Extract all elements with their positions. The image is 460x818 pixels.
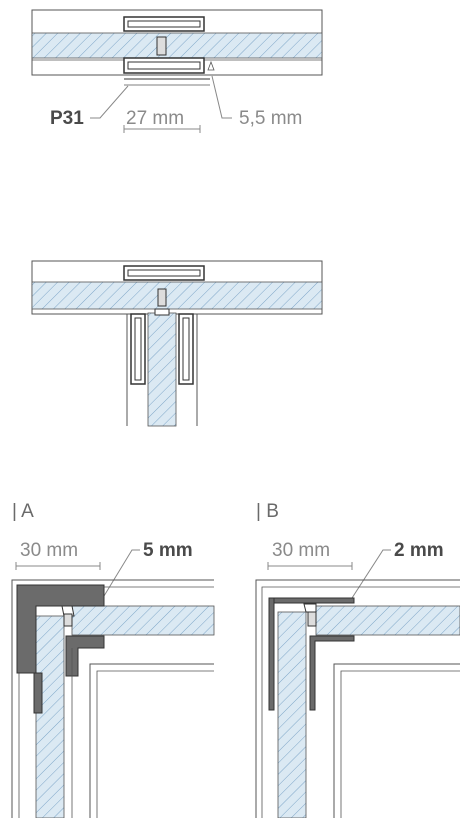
detail-a-thickness: 5 mm [143,540,193,561]
connector-1 [156,36,167,56]
dimension-width-1: 27 mm [126,108,184,129]
detail-b-thickness: 2 mm [394,540,444,561]
corner-profile-b-side [268,597,275,711]
vertical-glass-b [277,611,307,818]
horizontal-glass-b [315,605,460,636]
corner-profile-a [16,584,105,674]
vertical-glass-2 [147,312,177,427]
profile-label-p31: P31 [50,108,84,129]
detail-b: | B 30 mm 2 mm [255,501,460,818]
detail-2 [31,260,323,427]
detail-a: | A 30 mm 5 mm [11,501,215,818]
detail-1: P31 27 mm 5,5 mm [31,9,323,133]
detail-b-width: 30 mm [272,540,330,561]
horizontal-glass-a [71,605,215,636]
glass-layer-2 [31,281,323,310]
detail-a-title: | A [12,501,34,522]
inner-profile-b [309,635,355,711]
vertical-glass-a [35,615,65,818]
corner-profile-b-top [271,597,355,604]
detail-b-title: | B [256,501,279,522]
inner-profile-a [65,635,105,677]
glass-layer-1 [31,32,323,59]
detail-a-width: 30 mm [20,540,78,561]
dimension-gap-1: 5,5 mm [239,108,302,129]
connector-2 [157,288,167,307]
